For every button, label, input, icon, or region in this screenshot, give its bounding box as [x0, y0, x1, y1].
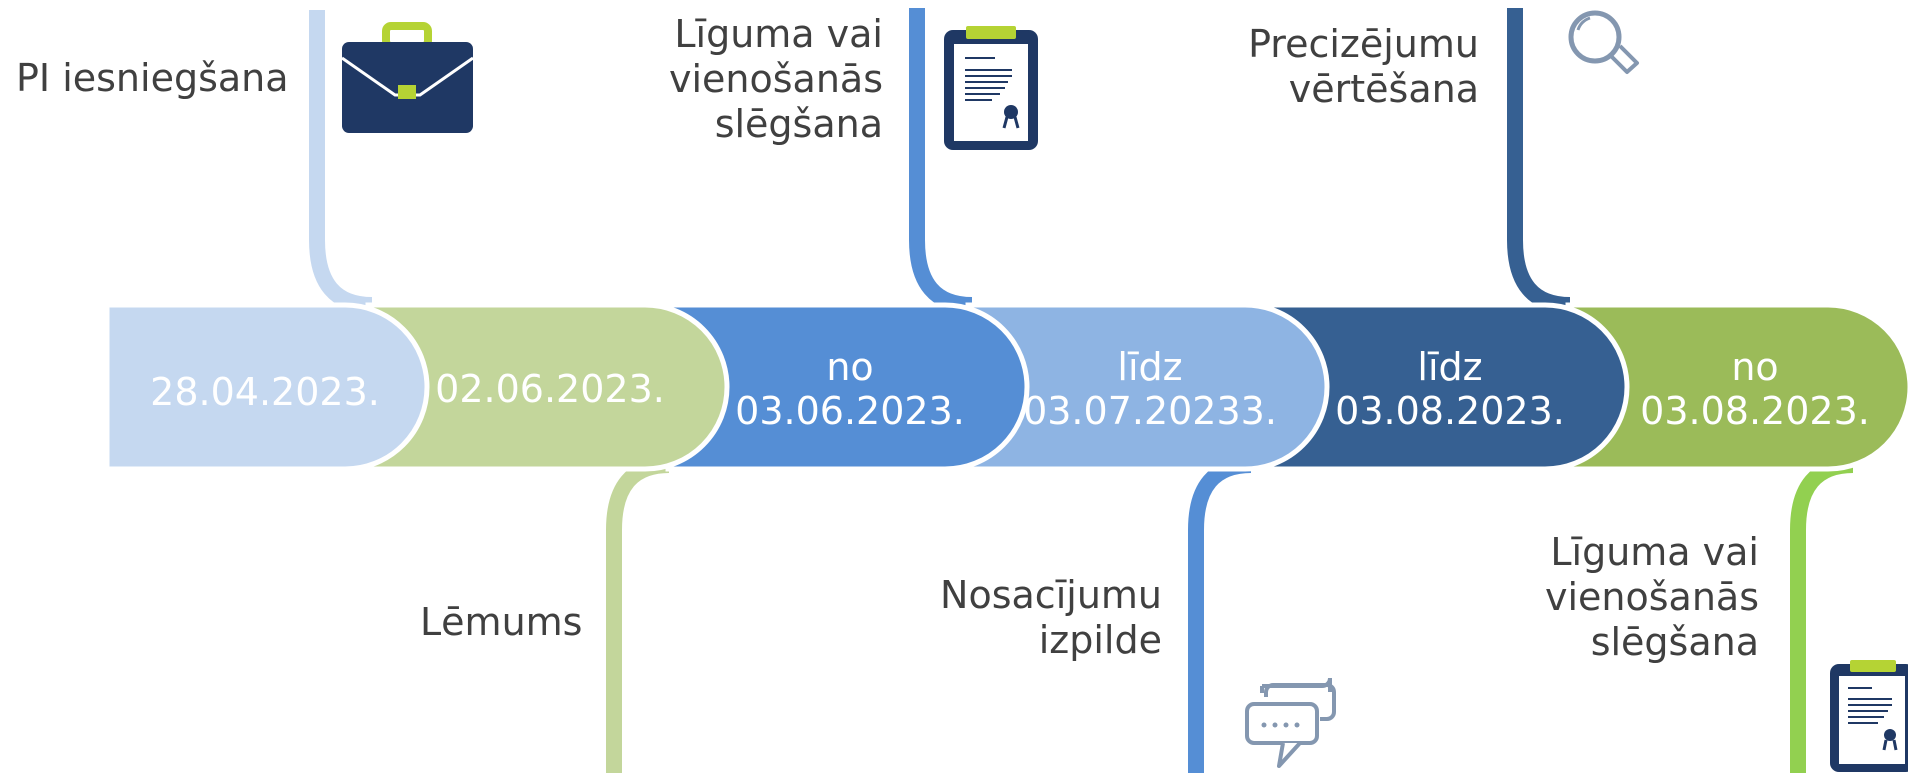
briefcase-icon	[341, 22, 474, 133]
stage-1-label: PI iesniegšana	[16, 56, 289, 100]
timeline-segment-4	[965, 302, 1330, 472]
stage-4-label: Nosacījumu izpilde	[940, 573, 1162, 662]
timeline-segment-6	[1565, 302, 1908, 472]
timeline-segment-1	[104, 302, 430, 472]
connector-stage-4	[1188, 457, 1252, 773]
stage-5-date: līdz 03.08.2023.	[1335, 345, 1565, 433]
timeline-segment-2	[365, 302, 730, 472]
stage-3-label: Līguma vai vienošanās slēgšana	[668, 12, 883, 146]
clipboard-certificate-icon	[944, 26, 1038, 150]
connector-stage-5	[1507, 8, 1571, 313]
stage-6-date: no 03.08.2023.	[1640, 345, 1870, 433]
clipboard-certificate-icon	[1830, 660, 1908, 772]
stage-2-label: Lēmums	[420, 600, 583, 644]
chat-bubbles-icon	[1245, 677, 1336, 768]
stage-2-date: 02.06.2023.	[435, 367, 665, 411]
stage-3-date: no 03.06.2023.	[735, 345, 965, 433]
magnifier-icon	[1568, 10, 1639, 74]
stage-6-label: Līguma vai vienošanās slēgšana	[1544, 530, 1759, 664]
stage-1-date: 28.04.2023.	[150, 370, 380, 414]
timeline-segment-3	[665, 302, 1030, 472]
stage-4-date: līdz 03.07.20233.	[1023, 345, 1277, 433]
timeline-segment-5	[1265, 302, 1630, 472]
stage-5-label: Precizējumu vērtēšana	[1248, 22, 1479, 111]
connector-stage-2	[606, 457, 670, 773]
